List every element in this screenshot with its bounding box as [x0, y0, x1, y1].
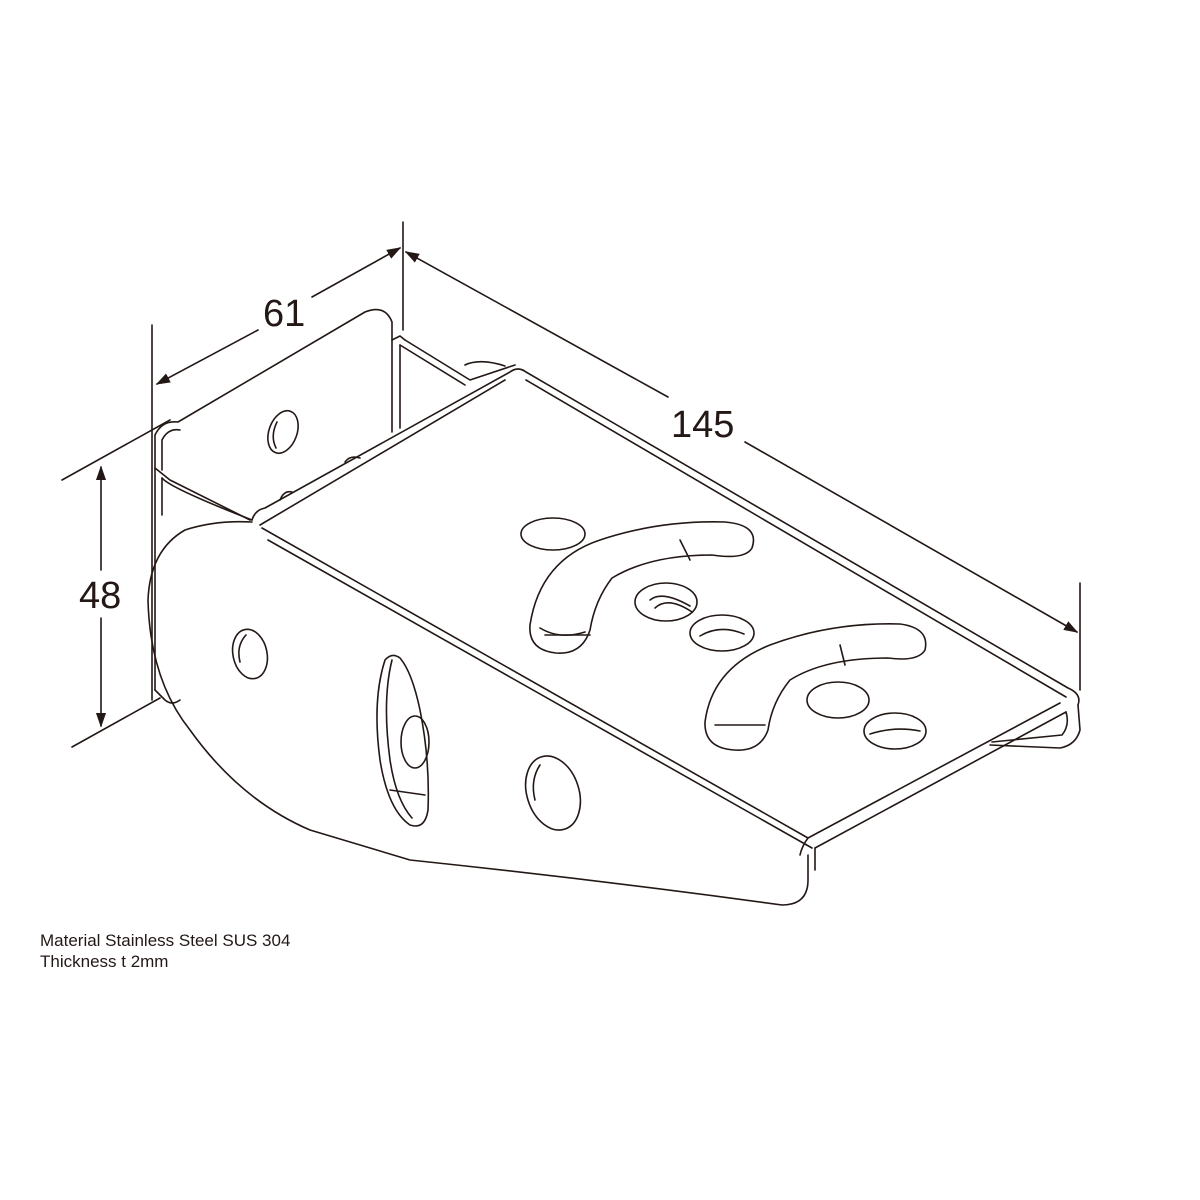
dimension-lines: [61, 221, 1081, 748]
dim-width-label: 61: [263, 293, 305, 335]
top-hole-5: [863, 712, 927, 750]
arc-slot-1: [529, 521, 755, 654]
dim-61-line-left: [155, 329, 259, 385]
dim-height-label: 48: [79, 575, 121, 617]
gusset-arc-slot: [376, 654, 430, 827]
spec-notes: Material Stainless Steel SUS 304 Thickne…: [40, 930, 290, 972]
side-gusset: [147, 520, 809, 906]
back-plate: [154, 308, 516, 691]
top-plate: [251, 368, 1081, 871]
top-hole-4: [806, 681, 870, 719]
top-hole-3: [689, 614, 755, 652]
top-hole-2: [634, 582, 698, 622]
dim-61-line-right: [311, 247, 402, 298]
arc-slot-2: [704, 623, 927, 751]
top-hole-1: [520, 517, 586, 551]
dim-145-line-right: [744, 441, 1079, 633]
gusset-hole-small: [231, 628, 269, 680]
thickness-spec: Thickness t 2mm: [40, 952, 169, 971]
dim-145-line-left: [404, 251, 669, 398]
material-spec: Material Stainless Steel SUS 304: [40, 931, 291, 950]
back-plate-hole-top: [267, 409, 299, 455]
gusset-hole-large: [524, 755, 582, 831]
dim-length-label: 145: [671, 404, 734, 446]
